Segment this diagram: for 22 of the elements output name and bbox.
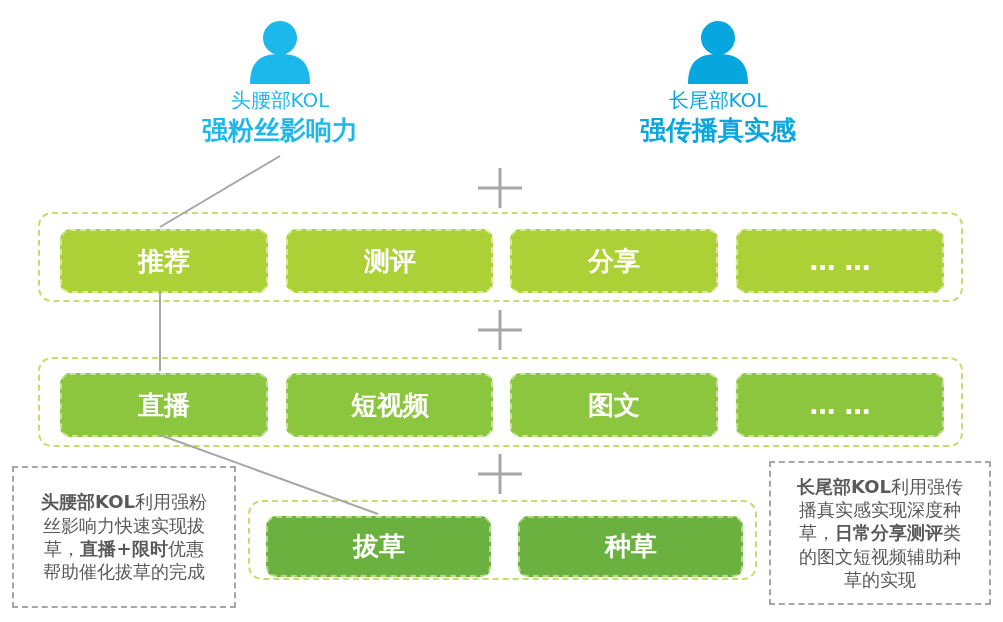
group-frame: [248, 500, 757, 580]
person-title: 强传播真实感: [640, 114, 796, 147]
category-box: 拔草: [266, 516, 491, 577]
group-frame: [38, 212, 963, 302]
note-box: 长尾部KOL利用强传播真实感实现深度种草，日常分享测评类的图文短视频辅助种草的实现: [769, 461, 991, 605]
category-box: … …: [736, 229, 944, 293]
group-frame: [38, 357, 963, 447]
category-box: 分享: [510, 229, 718, 293]
person-label: 头腰部KOL: [230, 90, 330, 110]
category-box: … …: [736, 373, 944, 437]
category-box: 图文: [510, 373, 718, 437]
category-box: 测评: [286, 229, 493, 293]
connector-line: [159, 155, 281, 228]
person-title: 强粉丝影响力: [202, 114, 358, 147]
category-box: 直播: [60, 373, 268, 437]
person-label: 长尾部KOL: [668, 90, 768, 110]
note-box: 头腰部KOL利用强粉丝影响力快速实现拔草，直播+限时优惠帮助催化拔草的完成: [12, 466, 236, 608]
connector-line: [159, 434, 379, 515]
category-box: 推荐: [60, 229, 268, 293]
category-box: 短视频: [286, 373, 493, 437]
connector-line: [159, 290, 161, 372]
category-box: 种草: [518, 516, 743, 577]
